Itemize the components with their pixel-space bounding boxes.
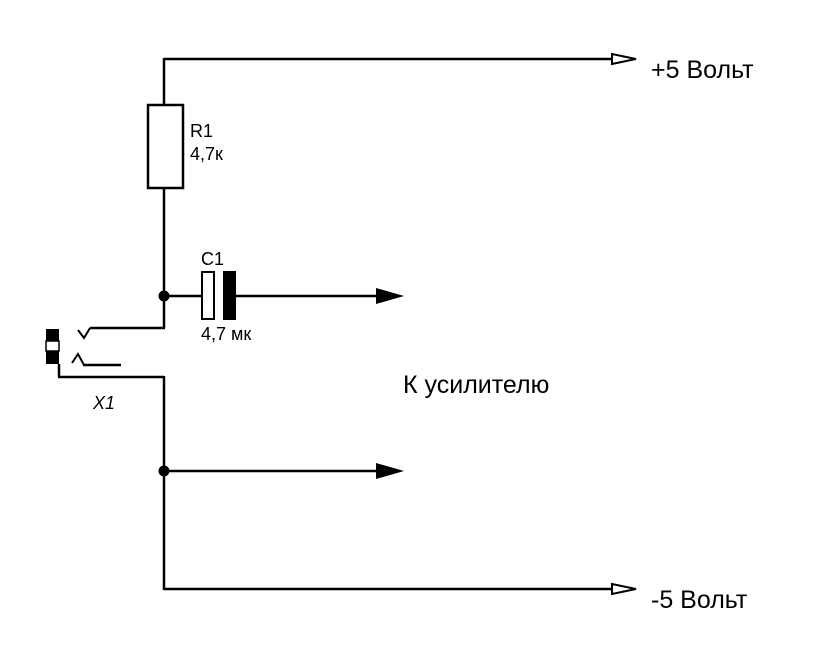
label-negative-rail: -5 Вольт	[651, 586, 748, 614]
label-positive-rail: +5 Вольт	[651, 56, 754, 84]
resistor-r1-value: 4,7к	[190, 144, 223, 164]
arrow-signal-output	[376, 288, 404, 304]
capacitor-c1-value: 4,7 мк	[201, 324, 251, 344]
jack-x1-body-middle	[45, 340, 60, 352]
capacitor-c1-plate-positive	[201, 271, 215, 320]
arrow-ground-output	[376, 463, 404, 479]
junction-dot-signal	[158, 290, 170, 302]
arrow-negative-rail	[611, 582, 637, 596]
jack-x1-tip-contact	[77, 327, 91, 340]
jack-x1-ref: X1	[92, 393, 115, 413]
capacitor-c1-ref: C1	[201, 249, 224, 269]
jack-x1-ring-contact	[71, 352, 85, 366]
junction-dot-ground	[158, 465, 170, 477]
capacitor-c1-plate-negative	[223, 271, 236, 320]
resistor-r1-body	[146, 103, 185, 190]
arrow-positive-rail	[611, 52, 637, 66]
jack-x1-body-top	[46, 329, 59, 341]
label-to-amplifier: К усилителю	[403, 371, 549, 399]
jack-x1-body-bottom	[46, 351, 59, 364]
resistor-r1-ref: R1	[190, 121, 213, 141]
